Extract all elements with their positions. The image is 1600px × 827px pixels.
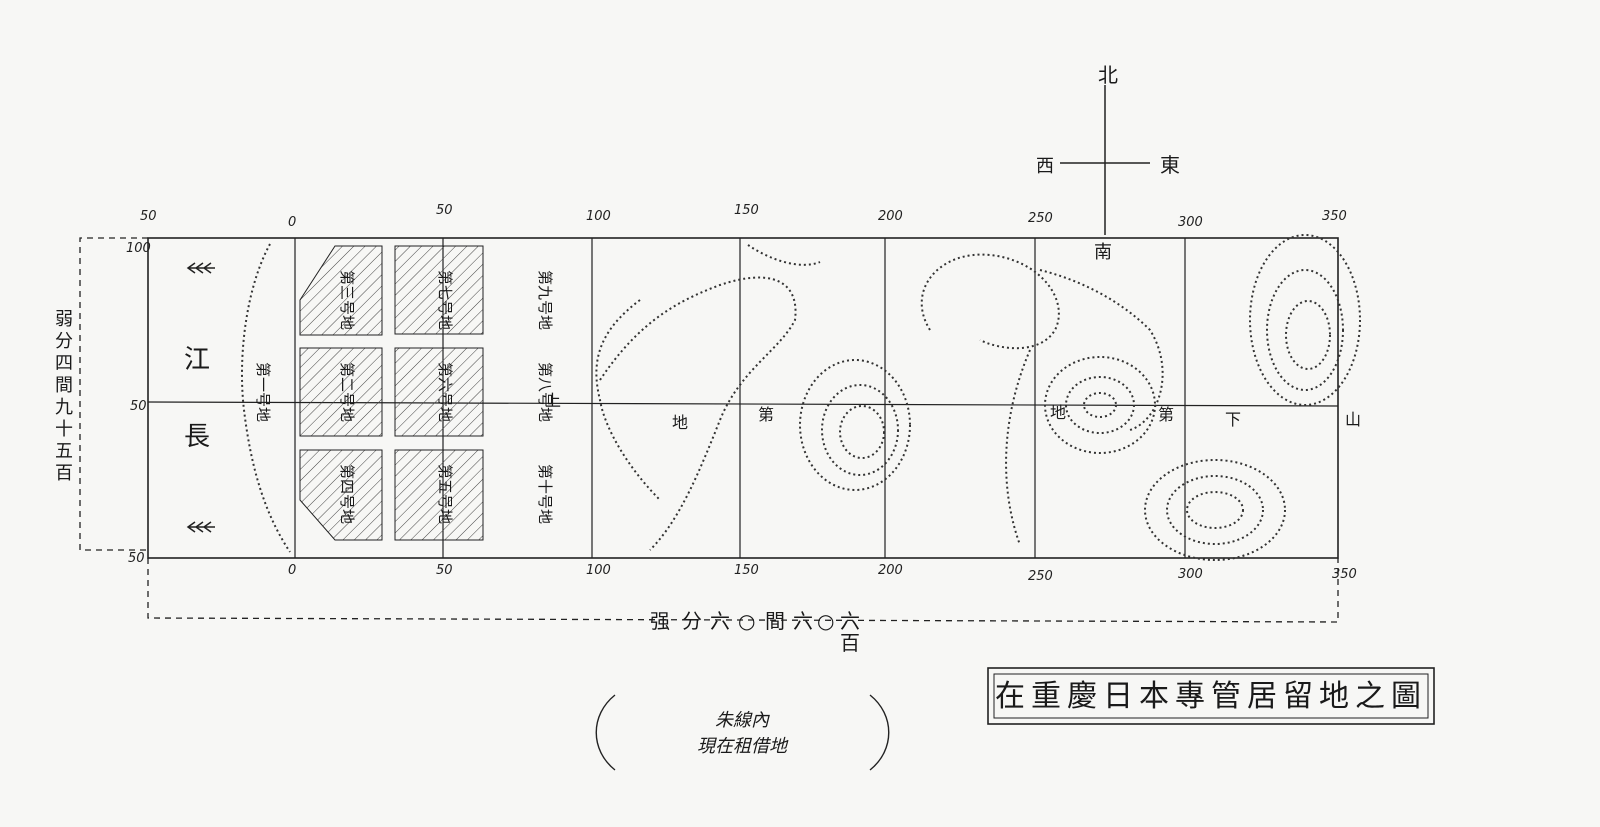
svg-text:100: 100 — [586, 563, 611, 578]
svg-text:第: 第 — [758, 405, 774, 424]
svg-text:强: 强 — [650, 609, 670, 633]
svg-text:150: 150 — [734, 563, 759, 578]
upper-lot: 上 地 第 — [545, 391, 774, 432]
hill-contours — [595, 234, 1361, 561]
title-box-outer — [987, 667, 1435, 725]
svg-text:0: 0 — [288, 563, 296, 578]
svg-text:弱: 弱 — [55, 309, 73, 330]
lot-label: 第七号地 — [436, 270, 454, 330]
svg-text:六: 六 — [710, 609, 730, 633]
svg-text:上: 上 — [545, 391, 561, 410]
lot-label: 第五号地 — [436, 464, 454, 524]
svg-text:百: 百 — [55, 463, 73, 484]
svg-text:百: 百 — [840, 631, 860, 655]
svg-text:間: 間 — [55, 375, 73, 396]
svg-text:50: 50 — [128, 551, 145, 566]
note-paren-right — [869, 694, 890, 771]
svg-text:0: 0 — [288, 215, 296, 230]
svg-text:九: 九 — [55, 397, 73, 418]
svg-text:250: 250 — [1028, 569, 1053, 584]
lot-label: 第四号地 — [338, 464, 356, 524]
svg-text:50: 50 — [140, 209, 157, 224]
height-dimension-label: 弱 分 四 間 九 十 五 百 — [55, 309, 73, 484]
svg-text:地: 地 — [1050, 403, 1066, 422]
svg-text:分: 分 — [682, 609, 702, 633]
lot-label: 第六号地 — [436, 362, 454, 422]
lot-label: 第九号地 — [536, 270, 554, 330]
svg-text:50: 50 — [130, 399, 147, 414]
svg-text:50: 50 — [436, 203, 453, 218]
width-dimension-label: 六 百 ○ 六 間 ○ 六 分 强 — [650, 609, 860, 655]
svg-text:○: ○ — [817, 609, 834, 633]
svg-text:下: 下 — [1225, 410, 1241, 429]
svg-text:分: 分 — [55, 331, 73, 352]
bottom-ticks: 50 0 50 100 150 200 250 300 350 — [128, 551, 1357, 584]
svg-text:○: ○ — [738, 609, 755, 633]
svg-text:六: 六 — [793, 609, 813, 633]
svg-text:間: 間 — [765, 609, 785, 633]
lot-label: 第八号地 — [536, 362, 554, 422]
compass-south: 南 — [1094, 242, 1112, 263]
compass-rose — [1060, 85, 1150, 235]
compass-east: 東 — [1160, 153, 1180, 177]
svg-text:十: 十 — [55, 419, 73, 440]
svg-text:350: 350 — [1332, 567, 1357, 582]
left-ticks: 100 50 — [126, 241, 151, 414]
svg-text:100: 100 — [126, 241, 151, 256]
boundary-left — [79, 237, 148, 551]
mountain-mark: 山 — [1345, 410, 1361, 429]
lot-label: 第十号地 — [536, 464, 554, 524]
svg-text:100: 100 — [586, 209, 611, 224]
note-paren-left — [595, 694, 616, 771]
river-char-0: 長 — [184, 422, 210, 452]
map-title: 在重慶日本專管居留地之圖 — [995, 679, 1427, 714]
svg-text:五: 五 — [55, 441, 73, 462]
note-line-1: 朱線內 — [715, 710, 770, 731]
svg-text:第: 第 — [1158, 405, 1174, 424]
compass-north: 北 — [1098, 63, 1118, 87]
svg-text:50: 50 — [436, 563, 453, 578]
lot-label: 第二号地 — [338, 362, 356, 422]
map-frame — [147, 237, 1339, 559]
svg-text:150: 150 — [734, 203, 759, 218]
svg-text:六: 六 — [840, 609, 860, 633]
top-ticks: 50 0 50 100 150 200 250 300 350 — [140, 203, 1347, 230]
title-box-inner — [993, 673, 1429, 719]
svg-text:地: 地 — [672, 413, 688, 432]
svg-text:200: 200 — [878, 209, 903, 224]
compass-west: 西 — [1036, 156, 1054, 177]
lot-label: 第三号地 — [338, 270, 356, 330]
river-bank — [240, 243, 291, 553]
svg-text:250: 250 — [1028, 211, 1053, 226]
svg-text:300: 300 — [1178, 215, 1203, 230]
svg-text:四: 四 — [55, 353, 73, 374]
river-arrows — [186, 262, 215, 533]
lot-labels: 第三号地 第二号地 第四号地 第七号地 第六号地 第五号地 第九号地 第八号地 … — [254, 270, 554, 524]
svg-text:200: 200 — [878, 563, 903, 578]
svg-text:350: 350 — [1322, 209, 1347, 224]
lot-label: 第一号地 — [254, 362, 272, 422]
river-char-1: 江 — [184, 345, 210, 375]
svg-text:300: 300 — [1178, 567, 1203, 582]
hatched-lots — [299, 245, 484, 541]
note-line-2: 現在租借地 — [697, 736, 789, 757]
lower-lot: 地 第 下 — [1050, 403, 1241, 429]
